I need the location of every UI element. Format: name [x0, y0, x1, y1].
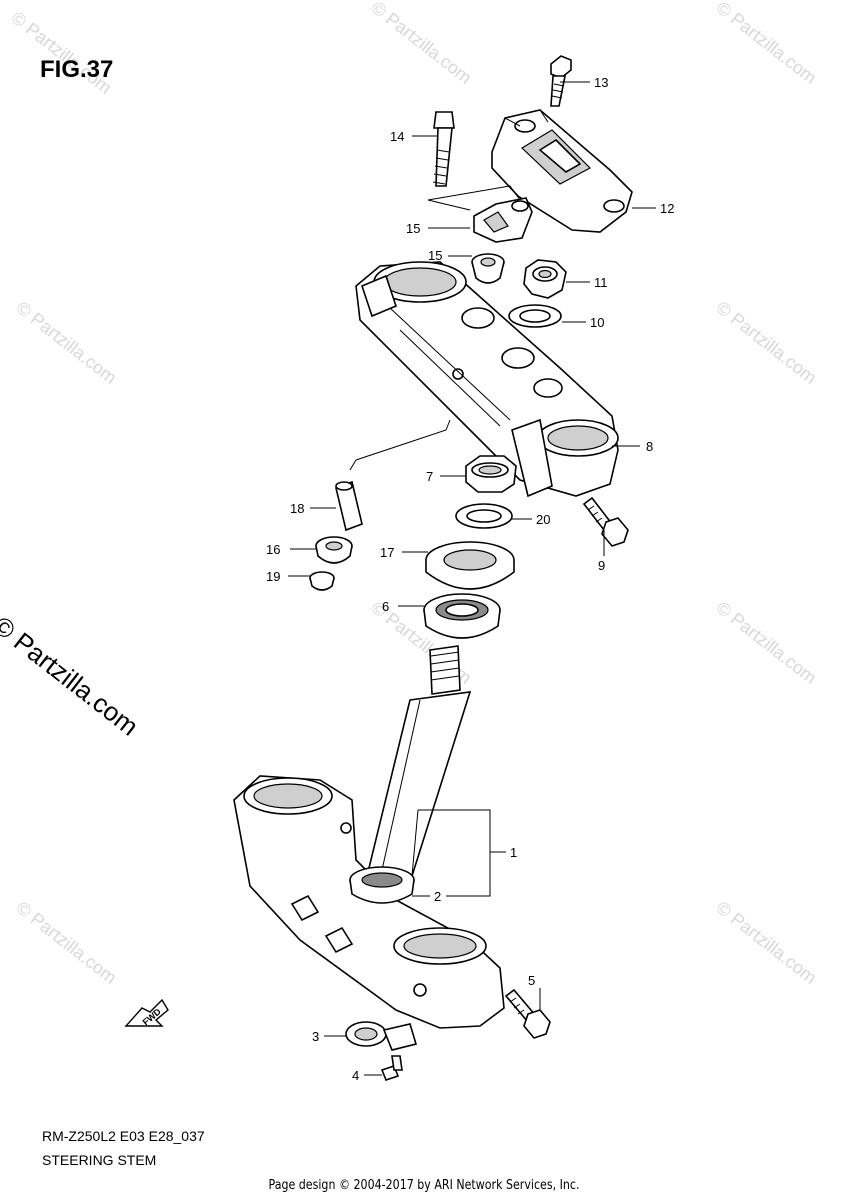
callout-18: 18: [290, 501, 304, 516]
bolt-13: [550, 55, 572, 107]
callout-9: 9: [598, 558, 605, 573]
cushion-15-upper: [471, 253, 505, 284]
nut-7: [465, 455, 517, 493]
callout-14: 15: [406, 221, 420, 236]
model-code: RM-Z250L2 E03 E28_037: [42, 1128, 205, 1144]
handlebar-holder-lower-14: [473, 197, 533, 243]
upper-bracket-8: [355, 261, 619, 498]
callout-15-lower: 16: [266, 542, 280, 557]
bearing-2: [349, 866, 415, 904]
callout-20: 20: [536, 512, 550, 527]
bolt-17: [432, 111, 455, 187]
callout-17: 14: [390, 129, 404, 144]
callout-5: 5: [528, 973, 535, 988]
callout-11: 11: [594, 275, 608, 290]
bolt-5: [504, 988, 551, 1039]
watermark-tile: © Partzilla.com: [713, 597, 821, 687]
watermark-tile: © Partzilla.com: [713, 897, 821, 987]
cushion-15-lower: [315, 536, 353, 564]
watermark-tile: © Partzilla.com: [13, 297, 121, 387]
watermark-tile: © Partzilla.com: [13, 897, 121, 987]
callout-2: 2: [434, 889, 441, 904]
steering-stem-1: [233, 645, 505, 1029]
callout-1: 1: [510, 845, 517, 860]
callout-3: 3: [312, 1029, 319, 1044]
callout-19: 19: [266, 569, 280, 584]
callout-12: 12: [660, 201, 674, 216]
seal-16: [425, 541, 515, 590]
watermark-tile: © Partzilla.com: [368, 0, 476, 88]
callout-labels: 13 12 14 15 15 11 10 8 7 20 17 9 6 18 16…: [266, 75, 674, 1083]
callout-6: 6: [382, 599, 389, 614]
fwd-arrow-icon: FWD: [124, 998, 169, 1027]
clamp-3: [345, 1021, 418, 1051]
callout-13: 13: [594, 75, 608, 90]
watermark-tile: © Partzilla.com: [713, 297, 821, 387]
washer-20: [455, 503, 513, 529]
callout-7: 7: [426, 469, 433, 484]
bearing-6: [423, 593, 501, 639]
callout-15-upper: 15: [428, 248, 442, 263]
callout-4: 4: [352, 1068, 359, 1083]
watermark-tile: © Partzilla.com: [713, 0, 821, 88]
section-name: STEERING STEM: [42, 1152, 157, 1168]
bolt-9: [582, 496, 629, 547]
callout-10: 10: [590, 315, 604, 330]
screw-4: [380, 1055, 403, 1081]
washer-10: [508, 304, 562, 328]
figure-title: FIG.37: [40, 56, 114, 83]
leader-lines: [288, 81, 656, 1076]
callout-8: 8: [646, 439, 653, 454]
footer-copyright: Page design © 2004-2017 by ARI Network S…: [268, 1178, 580, 1193]
watermark-tile: © Partzilla.com: [8, 7, 116, 97]
collar-19: [309, 571, 335, 591]
pin-18: [335, 480, 363, 532]
nut-11: [523, 259, 567, 299]
callout-16: 17: [380, 545, 394, 560]
